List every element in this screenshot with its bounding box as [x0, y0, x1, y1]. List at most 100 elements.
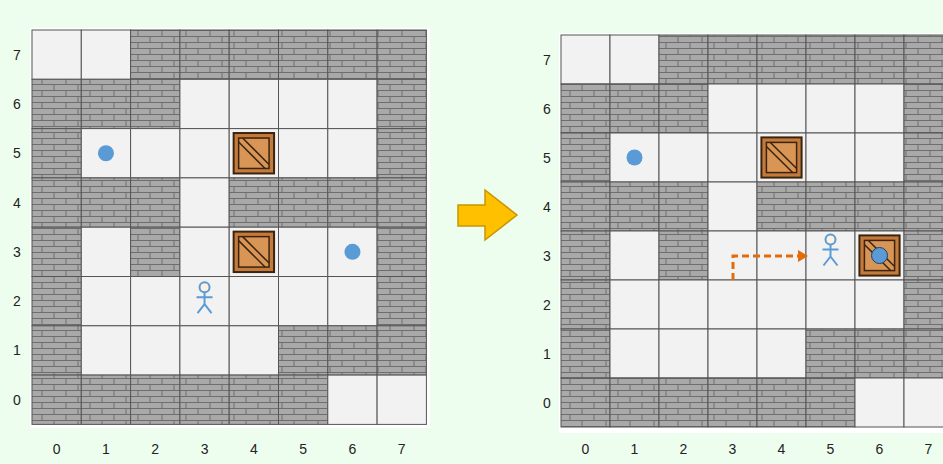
floor-cell — [757, 84, 806, 133]
floor-cell — [708, 329, 757, 378]
wall-cell — [377, 178, 426, 227]
row-number: 3 — [13, 244, 21, 260]
wall-cell — [32, 277, 81, 326]
column-number: 3 — [201, 441, 209, 457]
wall-cell — [561, 133, 610, 182]
floor-cell — [855, 378, 904, 427]
floor-cell — [131, 277, 180, 326]
row-number: 5 — [543, 150, 551, 166]
floor-cell — [180, 129, 229, 178]
wall-cell — [659, 378, 708, 427]
floor-cell — [229, 79, 278, 128]
wall-cell — [229, 178, 278, 227]
floor-cell — [561, 35, 610, 84]
wall-cell — [659, 182, 708, 231]
wall-cell — [806, 378, 855, 427]
floor-cell — [708, 182, 757, 231]
column-number: 4 — [250, 441, 258, 457]
wall-cell — [610, 182, 659, 231]
row-number: 4 — [543, 199, 551, 215]
wall-cell — [708, 35, 757, 84]
floor-cell — [81, 326, 130, 375]
wall-cell — [328, 30, 377, 79]
floor-cell — [328, 227, 377, 276]
row-number: 7 — [543, 52, 551, 68]
player-figure — [823, 235, 839, 266]
row-number: 4 — [13, 195, 21, 211]
floor-cell — [279, 227, 328, 276]
wall-cell — [328, 178, 377, 227]
wall-cell — [131, 375, 180, 424]
floor-cell — [180, 277, 229, 326]
wall-cell — [757, 378, 806, 427]
wall-cell — [561, 329, 610, 378]
floor-cell — [610, 280, 659, 329]
floor-cell — [229, 277, 278, 326]
move-path — [733, 256, 800, 280]
crate — [859, 235, 899, 275]
wall-cell — [32, 129, 81, 178]
floor-cell — [757, 133, 806, 182]
row-number: 1 — [543, 346, 551, 362]
wall-cell — [279, 375, 328, 424]
floor-cell — [32, 30, 81, 79]
crate-brace — [239, 138, 269, 168]
wall-cell — [81, 79, 130, 128]
floor-cell — [659, 280, 708, 329]
wall-cell — [806, 329, 855, 378]
row-number: 2 — [13, 293, 21, 309]
wall-cell — [32, 79, 81, 128]
floor-cell — [328, 79, 377, 128]
crate-panel — [239, 138, 269, 168]
crate-panel — [766, 142, 796, 172]
wall-cell — [32, 227, 81, 276]
floor-cell — [855, 280, 904, 329]
wall-cell — [561, 182, 610, 231]
floor-cell — [328, 277, 377, 326]
floor-cell — [81, 129, 130, 178]
goal-dot — [344, 244, 360, 260]
floor-cell — [904, 378, 943, 427]
goal-dot — [872, 248, 888, 264]
wall-cell — [757, 182, 806, 231]
crate-panel — [239, 237, 269, 267]
crate-brace — [766, 142, 796, 172]
wall-cell — [904, 182, 943, 231]
row-number: 1 — [13, 342, 21, 358]
player-body — [823, 245, 839, 266]
column-number: 4 — [778, 441, 786, 457]
floor-cell — [229, 227, 278, 276]
row-number: 6 — [543, 101, 551, 117]
wall-cell — [855, 35, 904, 84]
floor-cell — [659, 329, 708, 378]
wall-cell — [561, 84, 610, 133]
floor-cell — [377, 375, 426, 424]
wall-cell — [81, 375, 130, 424]
floor-cell — [806, 84, 855, 133]
floor-cell — [229, 129, 278, 178]
floor-cell — [757, 280, 806, 329]
wall-cell — [904, 133, 943, 182]
row-number: 0 — [543, 395, 551, 411]
crate-brace — [864, 240, 894, 270]
floor-cell — [757, 329, 806, 378]
wall-cell — [32, 178, 81, 227]
wall-cell — [855, 182, 904, 231]
player-head — [826, 235, 836, 245]
floor-cell — [180, 227, 229, 276]
wall-cell — [81, 178, 130, 227]
floor-cell — [180, 326, 229, 375]
floor-cell — [708, 133, 757, 182]
column-number: 5 — [299, 441, 307, 457]
column-number: 1 — [631, 441, 639, 457]
floor-cell — [131, 129, 180, 178]
wall-cell — [279, 30, 328, 79]
floor-cell — [708, 280, 757, 329]
crate-brace — [239, 237, 269, 267]
wall-cell — [377, 129, 426, 178]
wall-cell — [377, 79, 426, 128]
floor-cell — [229, 326, 278, 375]
floor-cell — [81, 30, 130, 79]
